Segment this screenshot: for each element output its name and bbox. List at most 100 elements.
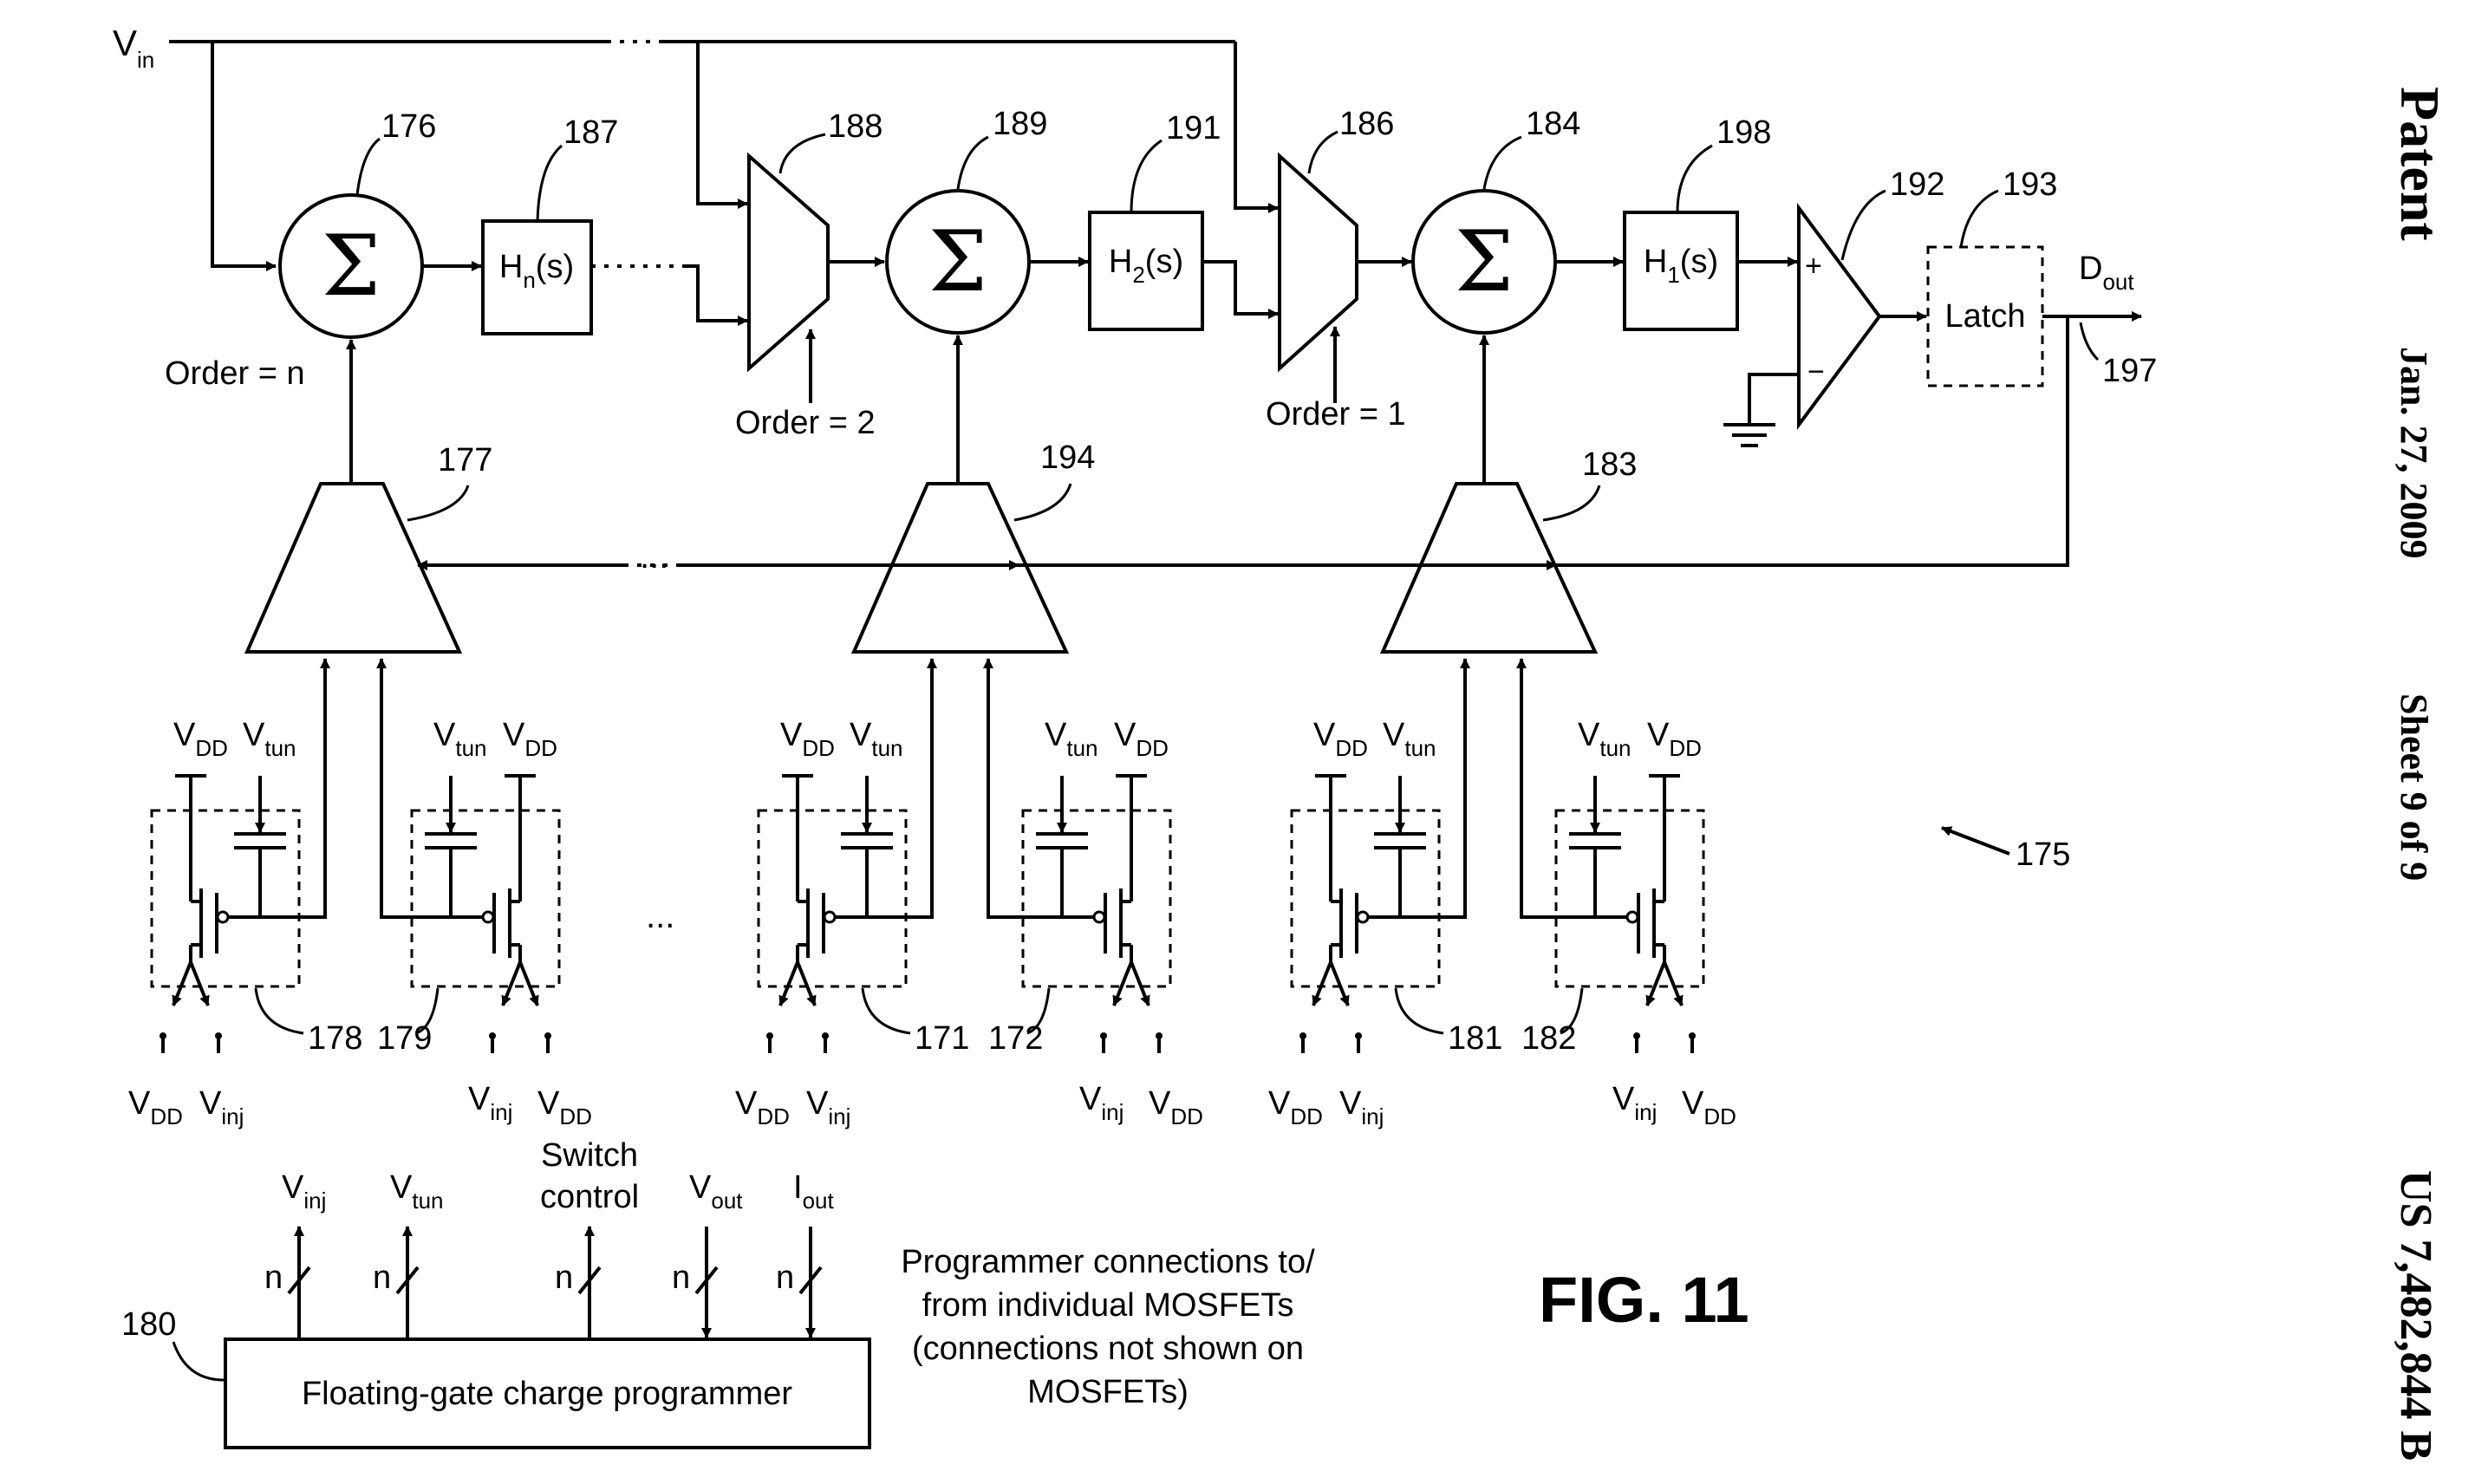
cells-ellipsis: ... <box>646 897 674 935</box>
cell-172-vdd-label: VDD <box>1114 717 1169 761</box>
summer-176-ref: 176 <box>381 108 436 145</box>
cell-179-bottom-vinj: Vinj <box>468 1081 512 1125</box>
programmer-bus-1-slash <box>395 1266 420 1295</box>
cell-182-vdd-label: VDD <box>1647 717 1702 761</box>
filter-h2 <box>1088 211 1204 331</box>
patent-word: Patent <box>2389 87 2451 241</box>
cell-172-bottom-vinj: Vinj <box>1079 1081 1124 1125</box>
programmer-note-3: (connections not shown on <box>912 1331 1304 1367</box>
mux-186 <box>1278 152 1358 373</box>
filter-hn <box>481 219 593 335</box>
programmer-bus-3-label: Vout <box>689 1169 743 1214</box>
programmer-note-2: from individual MOSFETs <box>922 1287 1294 1324</box>
order-2-label: Order = 2 <box>735 405 876 441</box>
programmer-bus-2-label-2: control <box>540 1179 639 1215</box>
cell-179-vdd-label: VDD <box>503 717 557 761</box>
programmer-bus-2-slash <box>577 1266 602 1295</box>
cell-172-out-wire <box>983 658 1023 919</box>
summer-189-symbol: Σ <box>928 213 987 310</box>
cell-179-vtun-label: Vtun <box>433 717 487 761</box>
filter-187-ref: 187 <box>563 114 618 151</box>
programmer-bus-3-slash <box>694 1266 719 1295</box>
cell-182-ref: 182 <box>1521 1020 1576 1057</box>
feedback-ellipsis: ... <box>640 537 668 576</box>
filter-198-ref: 198 <box>1716 114 1771 151</box>
cell-172-outline <box>1021 809 1172 988</box>
stage-1: 186 Order = 1 Σ 184 H1(s) 198 183 <box>1266 106 1798 654</box>
summer-176-symbol: Σ <box>322 218 381 315</box>
figure-ref: 175 <box>2016 836 2070 873</box>
figure-ref-arrow <box>1941 826 2010 856</box>
cell-172-switch <box>1112 961 1133 1006</box>
cell-182-switch <box>1645 961 1666 1006</box>
latch-193 <box>1926 245 2044 387</box>
programmer-bus-4-label: Iout <box>793 1169 834 1214</box>
filter-h1 <box>1623 211 1739 331</box>
quantizer: + − 192 Latch 193 Dout 197 <box>1723 166 2157 447</box>
programmer-note-4: MOSFETs) <box>1027 1374 1189 1410</box>
stage-n: Σ 176 Hn(s) 187 Order = n 177 <box>165 108 748 654</box>
cell-171-switch <box>778 961 799 1006</box>
cell-171-bottom-vinj: Vinj <box>806 1085 850 1129</box>
mux-186-ref: 186 <box>1339 106 1394 142</box>
programmer-bus-3: n Vout <box>672 1169 743 1338</box>
cell-171-vtun-label: Vtun <box>850 717 903 761</box>
charge-programmer: Floating-gate charge programmer 180 nVin… <box>121 1137 1315 1449</box>
programmer-bus-0-slash <box>287 1266 311 1295</box>
cell-171-ref: 171 <box>915 1020 969 1057</box>
order-1-label: Order = 1 <box>1266 396 1406 433</box>
cell-181-vdd-label: VDD <box>1313 717 1368 761</box>
comparator-minus: − <box>1807 355 1825 388</box>
dout-ref: 197 <box>2102 353 2157 389</box>
stage-2: 188 Order = 2 Σ 189 H2(s) 191 194 <box>735 106 1279 654</box>
cell-172-vtun-label: Vtun <box>1045 717 1098 761</box>
cell-171-bottom-vdd: VDD <box>735 1085 790 1129</box>
summer-184-symbol: Σ <box>1455 213 1514 310</box>
summer-184-ref: 184 <box>1526 106 1580 142</box>
programmer-label: Floating-gate charge programmer <box>302 1376 792 1412</box>
cell-179-bottom-vdd: VDD <box>537 1085 592 1129</box>
cell-182-outline <box>1554 809 1705 988</box>
cell-178-out-wire <box>299 658 330 919</box>
filter-h1-label: H1(s) <box>1644 244 1718 288</box>
cell-171-vdd-label: VDD <box>780 717 835 761</box>
cell-172-bottom-vdd: VDD <box>1149 1085 1203 1129</box>
dac-177 <box>244 482 463 654</box>
programmer-bus-4-slash <box>798 1266 823 1295</box>
filter-h2-label: H2(s) <box>1109 244 1183 288</box>
latch-193-ref: 193 <box>2003 166 2057 203</box>
dac-177-ref: 177 <box>438 442 492 478</box>
cell-181-bottom-vdd: VDD <box>1268 1085 1323 1129</box>
filter-hn-label: Hn(s) <box>499 249 574 293</box>
cell-178-switch <box>172 961 192 1006</box>
cell-181-vtun-label: Vtun <box>1383 717 1436 761</box>
cell-178-bottom-vinj: Vinj <box>199 1085 244 1129</box>
programmer-bus-3-width: n <box>672 1259 690 1296</box>
cell-181-out-wire <box>1439 658 1470 919</box>
comparator-plus: + <box>1805 250 1822 283</box>
programmer-bus-2-label-1: Switch <box>541 1137 638 1174</box>
programmer-note-1: Programmer connections to/ <box>901 1244 1315 1280</box>
programmer-ref: 180 <box>121 1306 176 1343</box>
dout-label: Dout <box>2079 251 2134 295</box>
dac-183 <box>1379 482 1599 654</box>
cell-182-out-wire <box>1516 658 1556 919</box>
dac-194-ref: 194 <box>1040 439 1095 476</box>
cell-178-ref: 178 <box>308 1020 362 1057</box>
cell-179-switch <box>501 961 522 1006</box>
patent-number: US 7,482,844 B <box>2391 1170 2440 1461</box>
mux-188 <box>747 152 830 373</box>
patent-date: Jan. 27, 2009 <box>2393 347 2435 558</box>
cell-181-ref: 181 <box>1448 1020 1502 1057</box>
